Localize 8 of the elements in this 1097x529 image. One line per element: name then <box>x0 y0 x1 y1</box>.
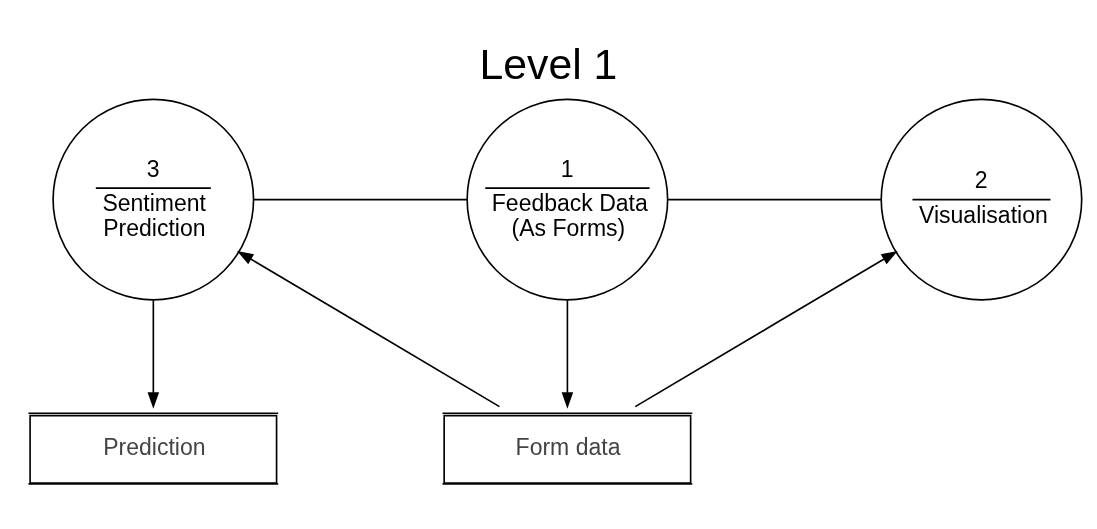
diagram-title: Level 1 <box>479 40 618 89</box>
node-circle: 1 Feedback Data (As Forms) <box>466 98 669 301</box>
arrow <box>561 299 574 409</box>
arrow <box>237 250 501 408</box>
connector <box>252 198 468 201</box>
connector <box>666 198 882 201</box>
arrow <box>634 250 898 408</box>
arrow <box>147 299 160 409</box>
